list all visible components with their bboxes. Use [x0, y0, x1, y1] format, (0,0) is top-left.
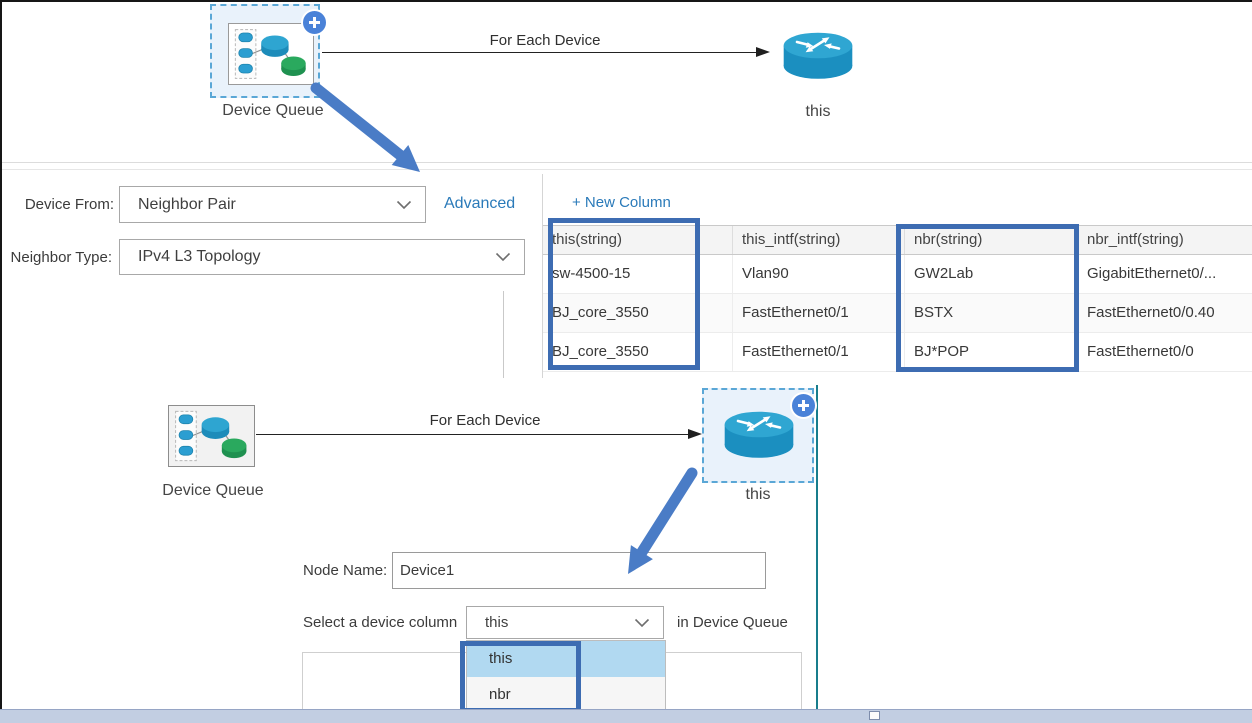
- advanced-link[interactable]: Advanced: [444, 195, 516, 212]
- device-column-dropdown-list: this nbr: [466, 640, 666, 714]
- cell-this: BJ_core_3550: [543, 294, 733, 332]
- neighbor-type-select[interactable]: IPv4 L3 Topology: [119, 239, 525, 275]
- dropdown-option-nbr[interactable]: nbr: [467, 677, 665, 713]
- callout-arrow-icon: [628, 467, 698, 574]
- annotation-box-dropdown-options: [460, 641, 581, 713]
- new-column-link[interactable]: + New Column: [572, 194, 671, 211]
- device-queue-icon[interactable]: [168, 405, 255, 467]
- dropdown-option-this[interactable]: this: [467, 641, 665, 677]
- add-node-plus-badge[interactable]: [301, 9, 328, 36]
- router-node-label: this: [745, 486, 771, 503]
- column-header-this-intf[interactable]: this_intf(string): [733, 226, 905, 254]
- chevron-down-icon: [495, 252, 511, 262]
- flow-edge-arrowhead: [756, 47, 770, 57]
- device-column-value: this: [485, 614, 509, 631]
- horizontal-scrollbar-thumb[interactable]: [869, 711, 880, 720]
- router-node-icon[interactable]: [783, 32, 853, 80]
- window-border-top: [0, 0, 1252, 2]
- cell-this: BJ_core_3550: [543, 333, 733, 371]
- neighbor-type-label: Neighbor Type:: [10, 249, 112, 266]
- device-from-value: Neighbor Pair: [138, 195, 236, 213]
- add-node-plus-badge[interactable]: [790, 392, 817, 419]
- panel-divider-teal: [816, 385, 818, 711]
- flow-edge: [256, 434, 690, 435]
- column-header-nbr-intf[interactable]: nbr_intf(string): [1087, 231, 1184, 248]
- device-queue-node-selected[interactable]: [210, 4, 328, 98]
- section-divider: [2, 162, 1252, 163]
- cell-this-intf: FastEthernet0/1: [733, 294, 905, 332]
- column-header-this[interactable]: this(string): [543, 226, 733, 254]
- panel-divider: [503, 291, 504, 378]
- flow-edge-arrowhead: [688, 429, 702, 439]
- cell-nbr-intf: FastEthernet0/0.40: [1087, 304, 1215, 321]
- annotation-box-nbr-column: [896, 224, 1079, 372]
- callout-arrow-icon: [310, 82, 420, 172]
- cell-nbr-intf: FastEthernet0/0: [1087, 343, 1194, 360]
- table-panel-border: [542, 174, 543, 378]
- cell-this-intf: Vlan90: [733, 255, 905, 293]
- node-name-input[interactable]: [392, 552, 766, 589]
- queue-routers-icon: [234, 29, 306, 79]
- flow-edge-label: For Each Device: [429, 412, 541, 429]
- flow-edge-label: For Each Device: [489, 32, 601, 49]
- router-node-icon[interactable]: [724, 411, 794, 459]
- device-from-label: Device From:: [24, 196, 114, 213]
- section-divider: [2, 169, 1252, 170]
- chevron-down-icon: [396, 200, 412, 210]
- router-node-selected[interactable]: [702, 388, 817, 483]
- in-device-queue-label: in Device Queue: [677, 614, 788, 631]
- annotation-box-this-column: [548, 218, 700, 370]
- cell-this-intf: FastEthernet0/1: [733, 333, 905, 371]
- cell-this: sw-4500-15: [543, 255, 733, 293]
- plus-icon: [798, 400, 809, 411]
- window-border-left: [0, 0, 2, 710]
- node-name-label: Node Name:: [303, 562, 388, 579]
- device-queue-label: Device Queue: [222, 102, 324, 119]
- device-queue-icon[interactable]: [228, 23, 314, 85]
- chevron-down-icon: [634, 618, 650, 628]
- flow-edge: [322, 52, 758, 53]
- device-queue-label: Device Queue: [162, 482, 264, 499]
- router-node-label: this: [805, 103, 831, 120]
- neighbor-type-value: IPv4 L3 Topology: [138, 248, 261, 265]
- device-from-select[interactable]: Neighbor Pair: [119, 186, 426, 223]
- horizontal-scrollbar-track[interactable]: [0, 709, 1252, 723]
- cell-nbr-intf: GigabitEthernet0/...: [1087, 265, 1217, 282]
- device-column-select[interactable]: this: [466, 606, 664, 639]
- select-device-column-label: Select a device column: [303, 614, 458, 631]
- plus-icon: [309, 17, 320, 28]
- queue-routers-icon: [175, 410, 247, 462]
